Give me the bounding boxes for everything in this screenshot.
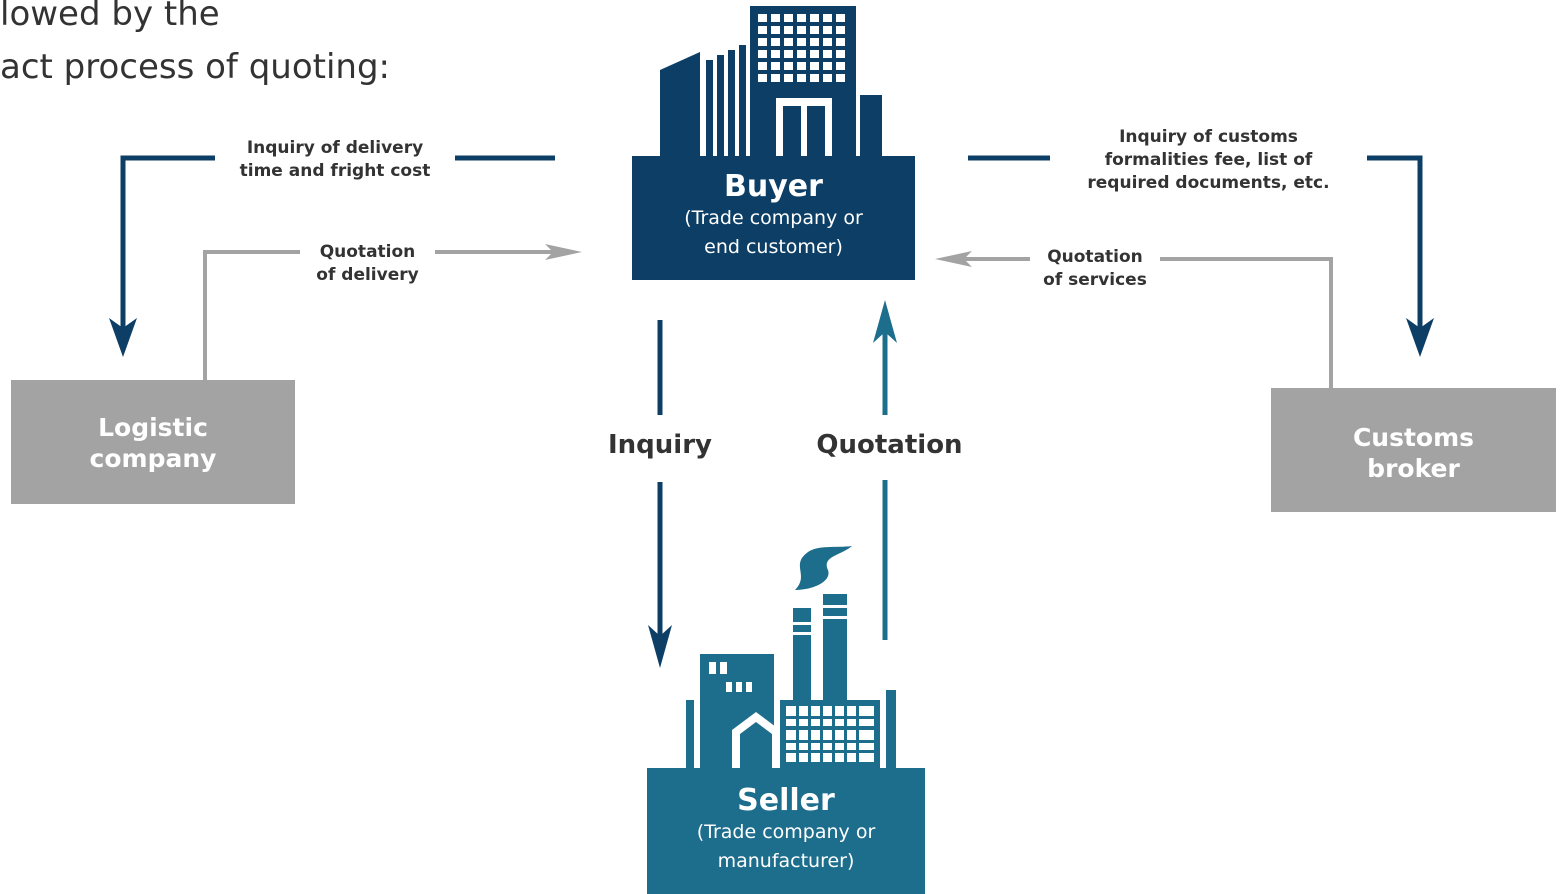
inquiry-delivery-connector xyxy=(109,155,555,357)
label-inquiry-delivery-line-2: time and fright cost xyxy=(239,161,431,181)
logistic-company-box: Logistic company xyxy=(11,380,295,504)
seller-subtitle-line-2: manufacturer) xyxy=(717,850,855,872)
customs-broker-box: Customs broker xyxy=(1271,388,1556,512)
quotation-services-connector xyxy=(935,251,1333,388)
arrow-right-icon xyxy=(545,244,582,260)
seller-title: Seller xyxy=(737,783,835,818)
customs-line-1: Customs xyxy=(1352,423,1475,452)
label-inquiry-delivery-line-1: Inquiry of delivery xyxy=(246,138,424,158)
buyer-subtitle-line-2: end customer) xyxy=(704,236,843,258)
label-quotation-delivery-line-1: Quotation xyxy=(319,242,416,262)
inquiry-customs-connector xyxy=(968,155,1434,357)
label-inquiry-customs-line-2: formalities fee, list of xyxy=(1104,150,1313,170)
intro-text: lowed by the act process of quoting: xyxy=(0,0,520,94)
logistic-line-1: Logistic xyxy=(98,413,208,442)
arrow-down-icon xyxy=(1406,318,1434,357)
label-quotation-delivery-line-2: of delivery xyxy=(316,265,419,285)
buyer-title: Buyer xyxy=(724,169,823,204)
seller-subtitle-line-1: (Trade company or xyxy=(696,821,876,843)
inquiry-connector xyxy=(648,320,672,668)
label-quotation-services-line-1: Quotation xyxy=(1047,247,1143,267)
intro-line-1: lowed by the xyxy=(0,0,220,34)
label-inquiry: Inquiry xyxy=(600,430,720,460)
seller-box: Seller (Trade company or manufacturer) xyxy=(647,768,925,894)
label-quotation-delivery: Quotation of delivery xyxy=(300,241,435,287)
logistic-line-2: company xyxy=(89,444,217,473)
arrow-down-icon xyxy=(648,625,672,668)
label-quotation: Quotation xyxy=(812,430,967,460)
arrow-left-icon xyxy=(935,251,972,267)
customs-line-2: broker xyxy=(1367,454,1460,483)
label-inquiry-customs: Inquiry of customs formalities fee, list… xyxy=(1050,126,1367,195)
label-quotation-services-line-2: of services xyxy=(1043,270,1147,290)
quotation-connector xyxy=(873,300,897,640)
label-inquiry-customs-line-3: required documents, etc. xyxy=(1087,173,1330,193)
factory-icon xyxy=(686,546,896,768)
buyer-box: Buyer (Trade company or end customer) xyxy=(632,156,915,280)
label-inquiry-delivery: Inquiry of delivery time and fright cost xyxy=(215,137,455,183)
arrow-up-icon xyxy=(873,300,897,343)
arrow-down-icon xyxy=(109,318,137,357)
label-inquiry-customs-line-1: Inquiry of customs xyxy=(1119,127,1298,147)
label-quotation-services: Quotation of services xyxy=(1030,246,1160,292)
office-building-icon xyxy=(660,6,882,160)
intro-line-2: act process of quoting: xyxy=(0,47,391,87)
quotation-delivery-connector xyxy=(203,244,582,380)
buyer-subtitle-line-1: (Trade company or xyxy=(684,207,863,229)
